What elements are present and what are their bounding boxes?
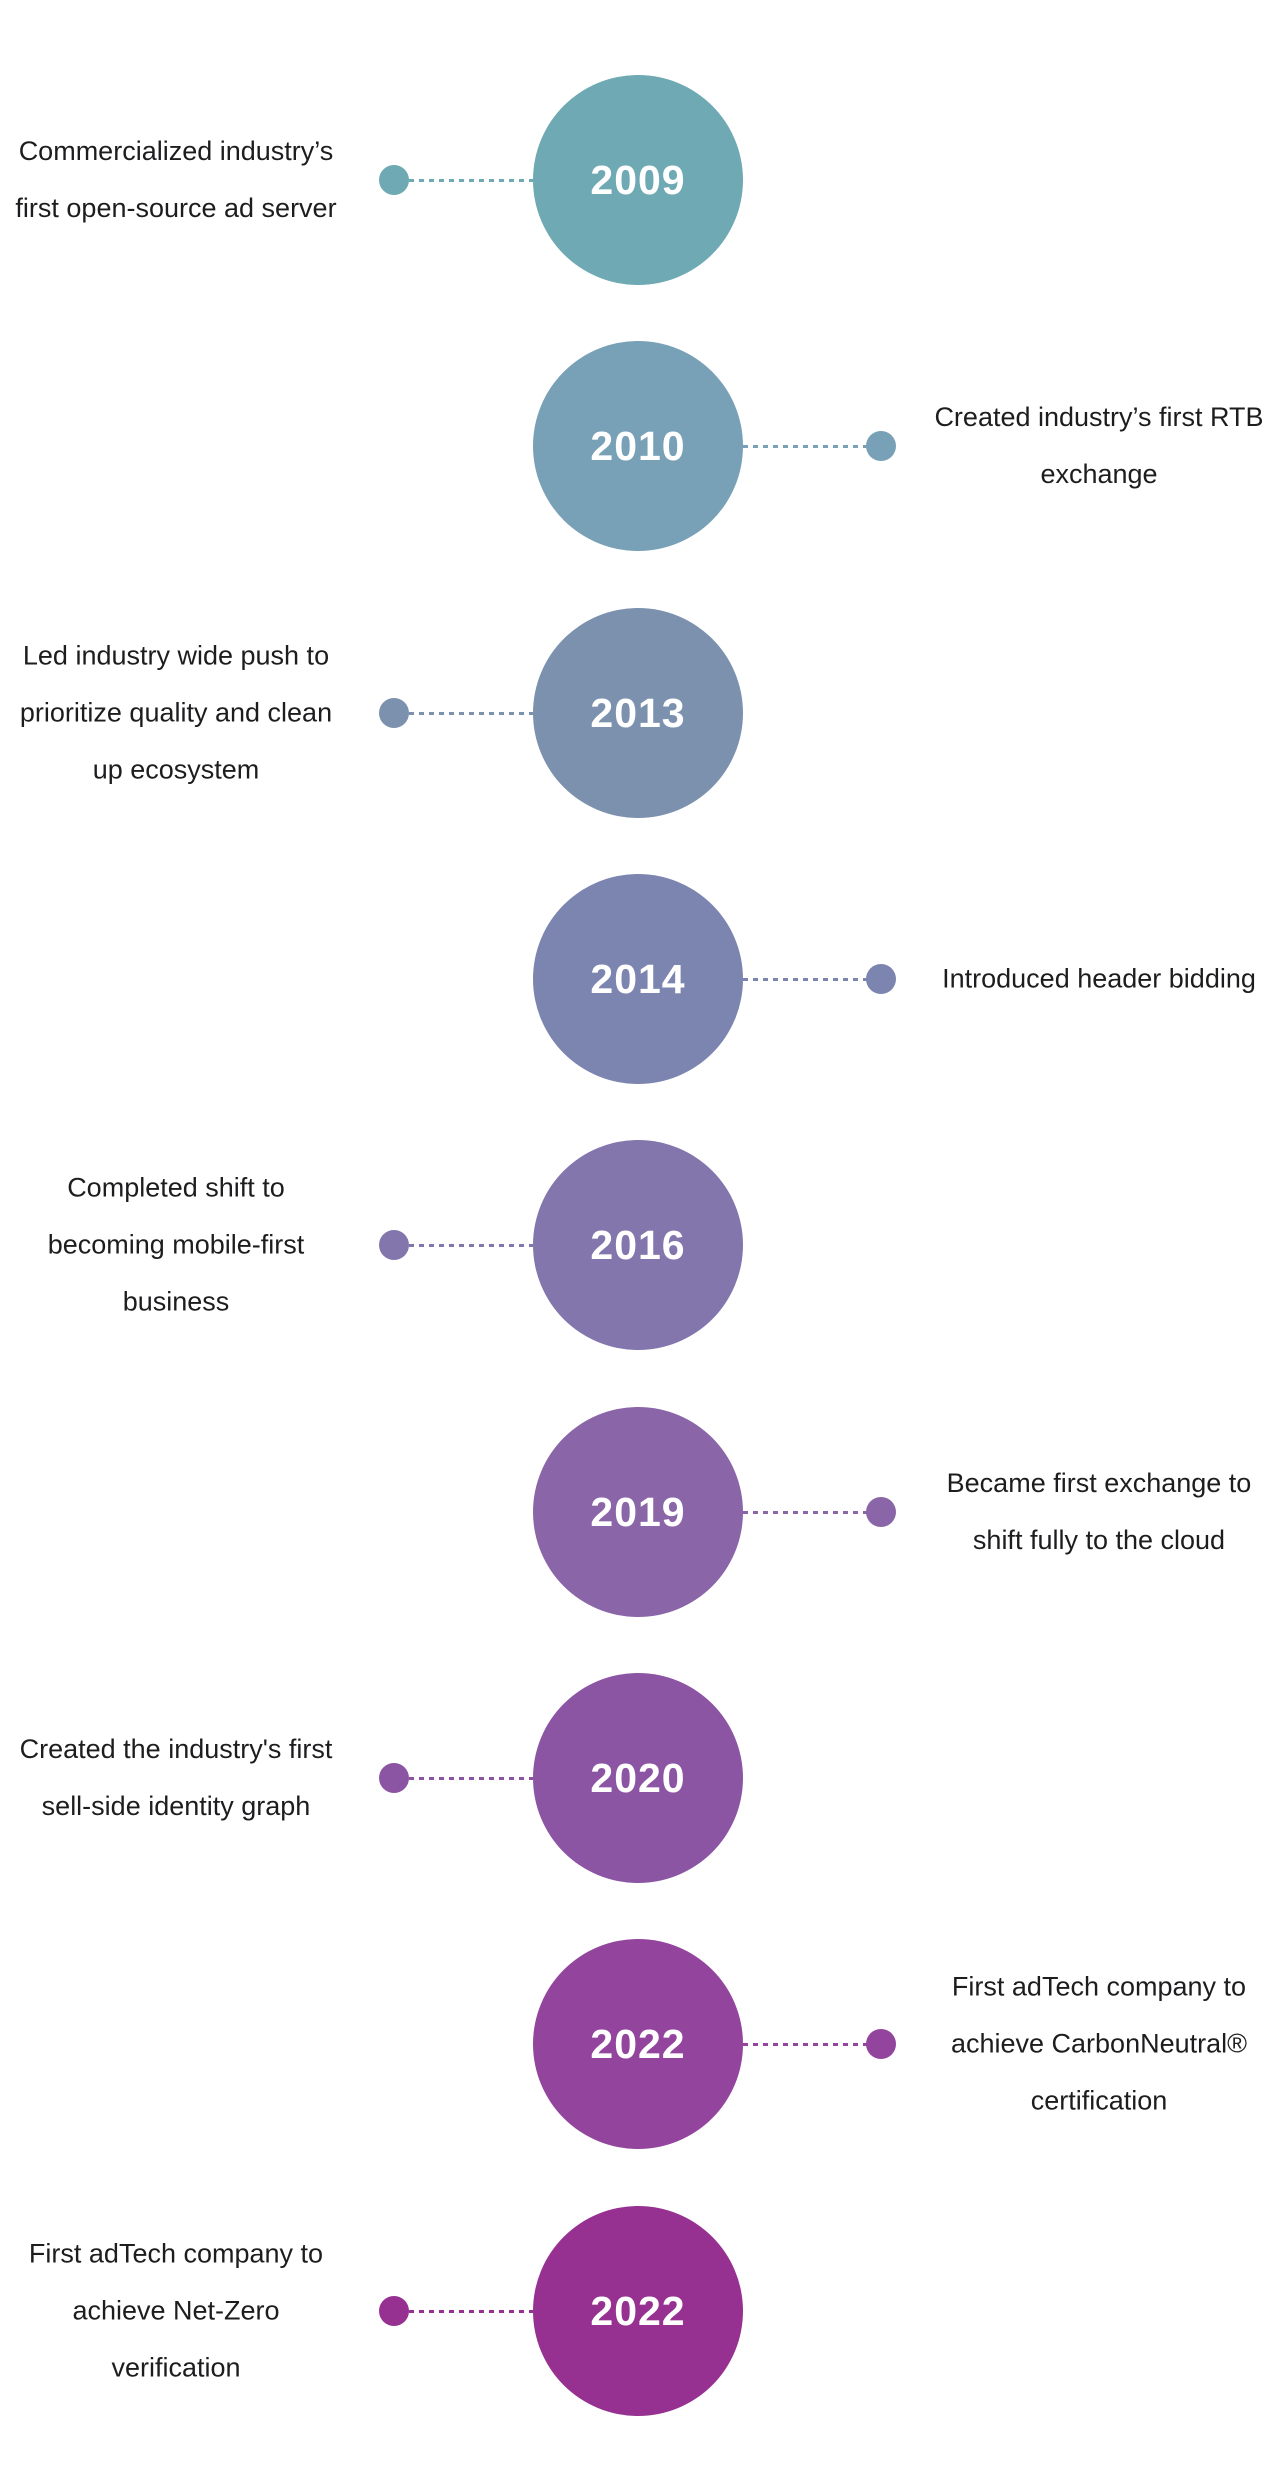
milestone-label: Became first exchange to shift fully to … [946,1468,1252,1555]
milestone-label: Introduced header bidding [942,963,1256,994]
timeline-item: Completed shift to becoming mobile-first… [0,1140,1278,1350]
connector-dot [379,1230,409,1260]
milestone-label: Commercialized industry’s first open-sou… [15,136,337,223]
connector-dot [379,2296,409,2326]
connector-dashed-line [409,1244,533,1247]
year-circle: 2009 [533,75,743,285]
year-label: 2016 [590,1221,686,1268]
year-label: 2010 [590,422,686,469]
connector-dashed-line [743,1511,867,1514]
timeline-item: Introduced header bidding 2014 [0,874,1278,1084]
connector-dashed-line [743,445,867,448]
connector-dashed-line [409,712,533,715]
year-label: 2014 [590,955,686,1002]
connector-dot [866,964,896,994]
connector-dashed-line [743,2043,867,2046]
year-circle: 2022 [533,1939,743,2149]
year-circle: 2022 [533,2206,743,2416]
connector-dot [379,1763,409,1793]
year-circle: 2016 [533,1140,743,1350]
year-label: 2013 [590,689,686,736]
year-circle: 2013 [533,608,743,818]
year-label: 2022 [590,2287,686,2334]
year-circle: 2014 [533,874,743,1084]
timeline-item: Led industry wide push to prioritize qua… [0,608,1278,818]
connector-dot [379,698,409,728]
year-circle: 2020 [533,1673,743,1883]
year-label: 2009 [590,156,686,203]
year-label: 2019 [590,1488,686,1535]
timeline-item: Became first exchange to shift fully to … [0,1407,1278,1617]
milestone-label: Created the industry's first sell-side i… [19,1734,333,1821]
timeline-item: First adTech company to achieve Net-Zero… [0,2206,1278,2416]
connector-dashed-line [409,1777,533,1780]
connector-dot [379,165,409,195]
year-circle: 2010 [533,341,743,551]
timeline-item: Commercialized industry’s first open-sou… [0,75,1278,285]
year-circle: 2019 [533,1407,743,1617]
connector-dashed-line [409,179,533,182]
connector-dot [866,2029,896,2059]
milestone-label: Completed shift to becoming mobile-first… [47,1172,305,1317]
milestone-label: Created industry’s first RTB exchange [934,402,1264,489]
timeline-item: First adTech company to achieve CarbonNe… [0,1939,1278,2149]
timeline-item: Created industry’s first RTB exchange 20… [0,341,1278,551]
timeline-item: Created the industry's first sell-side i… [0,1673,1278,1883]
year-label: 2020 [590,1754,686,1801]
connector-dot [866,1497,896,1527]
milestone-label: Led industry wide push to prioritize qua… [19,640,333,785]
connector-dot [866,431,896,461]
milestone-label: First adTech company to achieve Net-Zero… [28,2238,324,2383]
year-label: 2022 [590,2020,686,2067]
milestone-label: First adTech company to achieve CarbonNe… [950,1971,1248,2116]
connector-dashed-line [743,978,867,981]
connector-dashed-line [409,2310,533,2313]
